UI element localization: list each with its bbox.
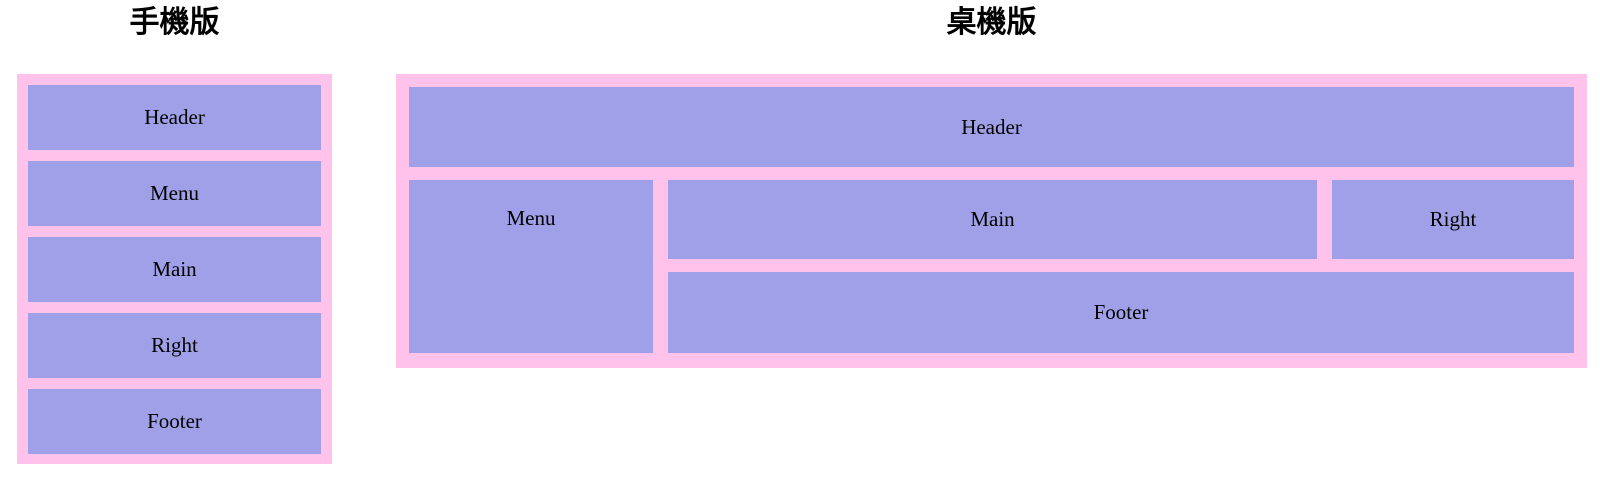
mobile-version-title: 手機版 xyxy=(129,6,220,39)
mobile-footer-box: Footer xyxy=(28,389,321,454)
desktop-right-box: Right xyxy=(1332,180,1574,259)
desktop-footer-box: Footer xyxy=(668,272,1574,353)
mobile-layout-panel: Header Menu Main Right Footer xyxy=(17,74,332,464)
desktop-menu-box: Menu xyxy=(409,180,653,353)
mobile-header-box: Header xyxy=(28,85,321,150)
desktop-main-box: Main xyxy=(668,180,1317,259)
mobile-right-box: Right xyxy=(28,313,321,378)
desktop-layout-panel: Header Menu Main Right Footer xyxy=(396,74,1587,368)
desktop-version-title: 桌機版 xyxy=(946,6,1037,39)
desktop-header-box: Header xyxy=(409,87,1574,167)
mobile-menu-box: Menu xyxy=(28,161,321,226)
mobile-main-box: Main xyxy=(28,237,321,302)
